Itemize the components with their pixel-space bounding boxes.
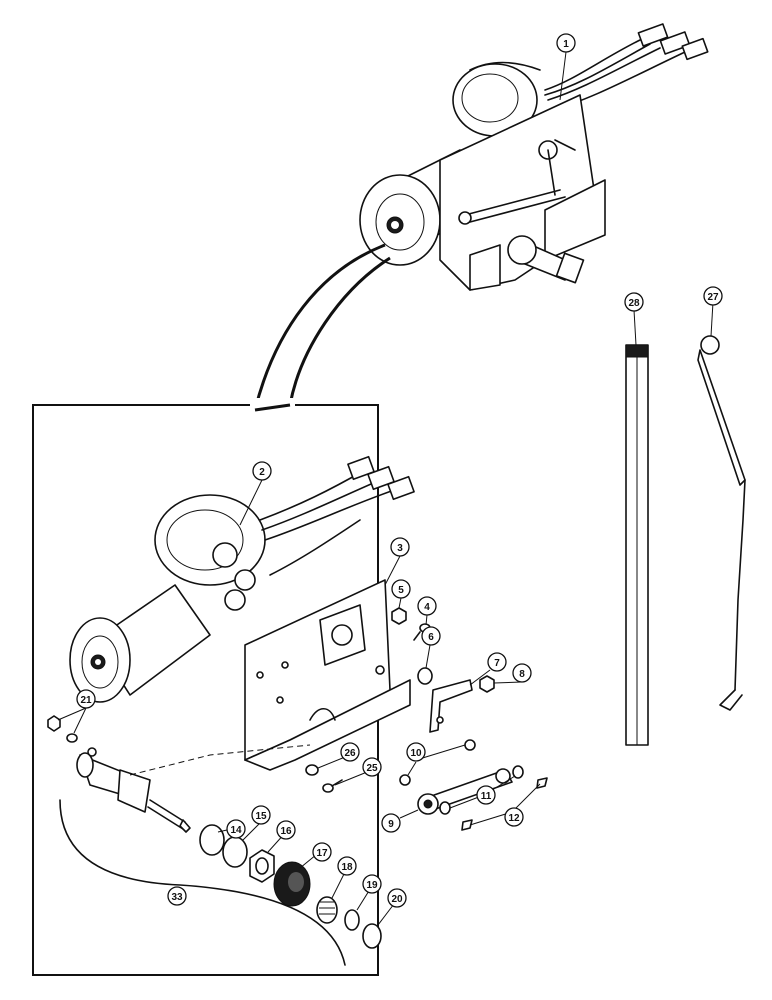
callout-21: 21 <box>76 689 96 709</box>
svg-text:25: 25 <box>366 763 378 774</box>
svg-text:28: 28 <box>628 298 640 309</box>
washer-6 <box>417 667 433 685</box>
motor <box>69 455 415 703</box>
callout-25: 25 <box>362 757 382 777</box>
svg-text:19: 19 <box>366 880 378 891</box>
group-bracket-33 <box>59 799 346 966</box>
nut-16 <box>249 849 275 883</box>
washer-10b <box>464 739 476 751</box>
svg-text:12: 12 <box>508 813 520 824</box>
cap-20 <box>362 923 382 949</box>
callout-28: 28 <box>624 292 644 312</box>
wiper-motor-assembly <box>359 23 709 291</box>
svg-text:5: 5 <box>398 585 404 596</box>
washer-26 <box>305 764 319 776</box>
svg-text:4: 4 <box>424 602 430 613</box>
detail-connector <box>253 243 386 411</box>
callout-15: 15 <box>251 805 271 825</box>
callout-33: 33 <box>167 886 187 906</box>
callout-6: 6 <box>421 626 441 646</box>
svg-text:17: 17 <box>316 848 328 859</box>
svg-text:26: 26 <box>344 748 356 759</box>
svg-text:21: 21 <box>80 695 92 706</box>
callout-4: 4 <box>417 596 437 616</box>
washer-10a <box>399 774 411 786</box>
dashed-guide <box>129 744 311 776</box>
svg-text:2: 2 <box>259 467 265 478</box>
callout-11: 11 <box>476 785 496 805</box>
callout-9: 9 <box>381 813 401 833</box>
callout-12: 12 <box>504 807 524 827</box>
svg-text:14: 14 <box>230 825 242 836</box>
clip-12a <box>461 819 473 831</box>
callout-14: 14 <box>226 819 246 839</box>
callout-1: 1 <box>556 33 576 53</box>
svg-text:6: 6 <box>428 632 434 643</box>
nut-5 <box>391 607 407 625</box>
svg-text:3: 3 <box>397 543 403 554</box>
callout-10: 10 <box>406 742 426 762</box>
mounting-bracket <box>244 579 411 771</box>
crank-arm-9 <box>417 768 513 815</box>
cap-18 <box>316 896 338 924</box>
svg-text:1: 1 <box>563 39 569 50</box>
callout-8: 8 <box>512 663 532 683</box>
wiper-blade <box>625 344 649 746</box>
svg-text:8: 8 <box>519 669 525 680</box>
washer-11a <box>439 801 451 815</box>
callout-27: 27 <box>703 286 723 306</box>
svg-text:27: 27 <box>707 292 719 303</box>
svg-text:11: 11 <box>481 791 492 802</box>
callout-5: 5 <box>391 579 411 599</box>
callout-17: 17 <box>312 842 332 862</box>
screw-21 <box>47 715 78 743</box>
washer-19 <box>344 909 360 931</box>
screw-25 <box>322 779 343 793</box>
callout-19: 19 <box>362 874 382 894</box>
callout-18: 18 <box>337 856 357 876</box>
knob-17 <box>273 861 311 907</box>
washer-11b <box>512 765 524 779</box>
washer-14 <box>199 824 225 856</box>
svg-text:15: 15 <box>255 811 267 822</box>
svg-text:20: 20 <box>391 894 403 905</box>
bracket-7 <box>429 679 473 733</box>
svg-text:9: 9 <box>388 819 394 830</box>
svg-text:10: 10 <box>410 748 422 759</box>
pivot-shaft <box>76 747 191 833</box>
svg-text:7: 7 <box>494 658 500 669</box>
callout-7: 7 <box>487 652 507 672</box>
callout-20: 20 <box>387 888 407 908</box>
nut-8 <box>479 675 495 693</box>
callout-3: 3 <box>390 537 410 557</box>
svg-text:16: 16 <box>280 826 292 837</box>
callout-26: 26 <box>340 742 360 762</box>
svg-text:18: 18 <box>341 862 353 873</box>
callout-16: 16 <box>276 820 296 840</box>
svg-text:33: 33 <box>171 892 183 903</box>
callout-2: 2 <box>252 461 272 481</box>
washer-15 <box>222 836 248 868</box>
clip-12b <box>536 777 548 789</box>
wiper-arm <box>697 335 746 711</box>
